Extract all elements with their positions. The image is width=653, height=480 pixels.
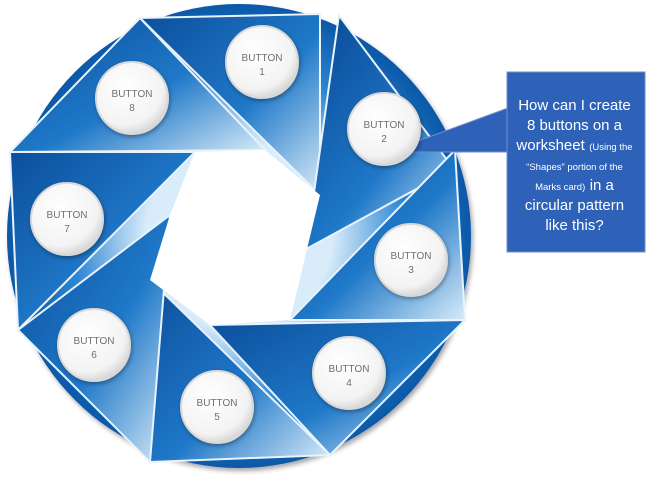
button-1[interactable]: BUTTON 1 xyxy=(225,25,299,99)
button-7-number: 7 xyxy=(64,224,70,235)
button-4-label: BUTTON xyxy=(329,364,370,375)
button-5-number: 5 xyxy=(214,412,220,423)
callout-box xyxy=(506,71,646,253)
callout-text: How can I create 8 buttons on a workshee… xyxy=(512,96,637,236)
button-5-label: BUTTON xyxy=(197,398,238,409)
button-7-label: BUTTON xyxy=(47,210,88,221)
button-6-number: 6 xyxy=(91,350,97,361)
button-8[interactable]: BUTTON 8 xyxy=(95,61,169,135)
button-1-label: BUTTON xyxy=(242,53,283,64)
aperture-center xyxy=(150,150,320,325)
button-1-number: 1 xyxy=(259,67,265,78)
button-4-number: 4 xyxy=(346,378,352,389)
callout-parenthetical: (Using the “Shapes” portion of the Marks… xyxy=(526,142,633,193)
button-2-number: 2 xyxy=(381,134,387,145)
button-2[interactable]: BUTTON 2 xyxy=(347,92,421,166)
button-8-label: BUTTON xyxy=(112,89,153,100)
button-3-label: BUTTON xyxy=(391,251,432,262)
button-7[interactable]: BUTTON 7 xyxy=(30,182,104,256)
callout-main-text: How can I create 8 buttons on a workshee… xyxy=(516,97,631,154)
button-5[interactable]: BUTTON 5 xyxy=(180,370,254,444)
callout-ending-text: in a circular pattern like this? xyxy=(524,177,625,234)
button-3-number: 3 xyxy=(408,265,414,276)
button-2-label: BUTTON xyxy=(364,120,405,131)
button-6[interactable]: BUTTON 6 xyxy=(57,308,131,382)
button-6-label: BUTTON xyxy=(74,336,115,347)
button-3[interactable]: BUTTON 3 xyxy=(374,223,448,297)
button-8-number: 8 xyxy=(129,103,135,114)
button-4[interactable]: BUTTON 4 xyxy=(312,336,386,410)
